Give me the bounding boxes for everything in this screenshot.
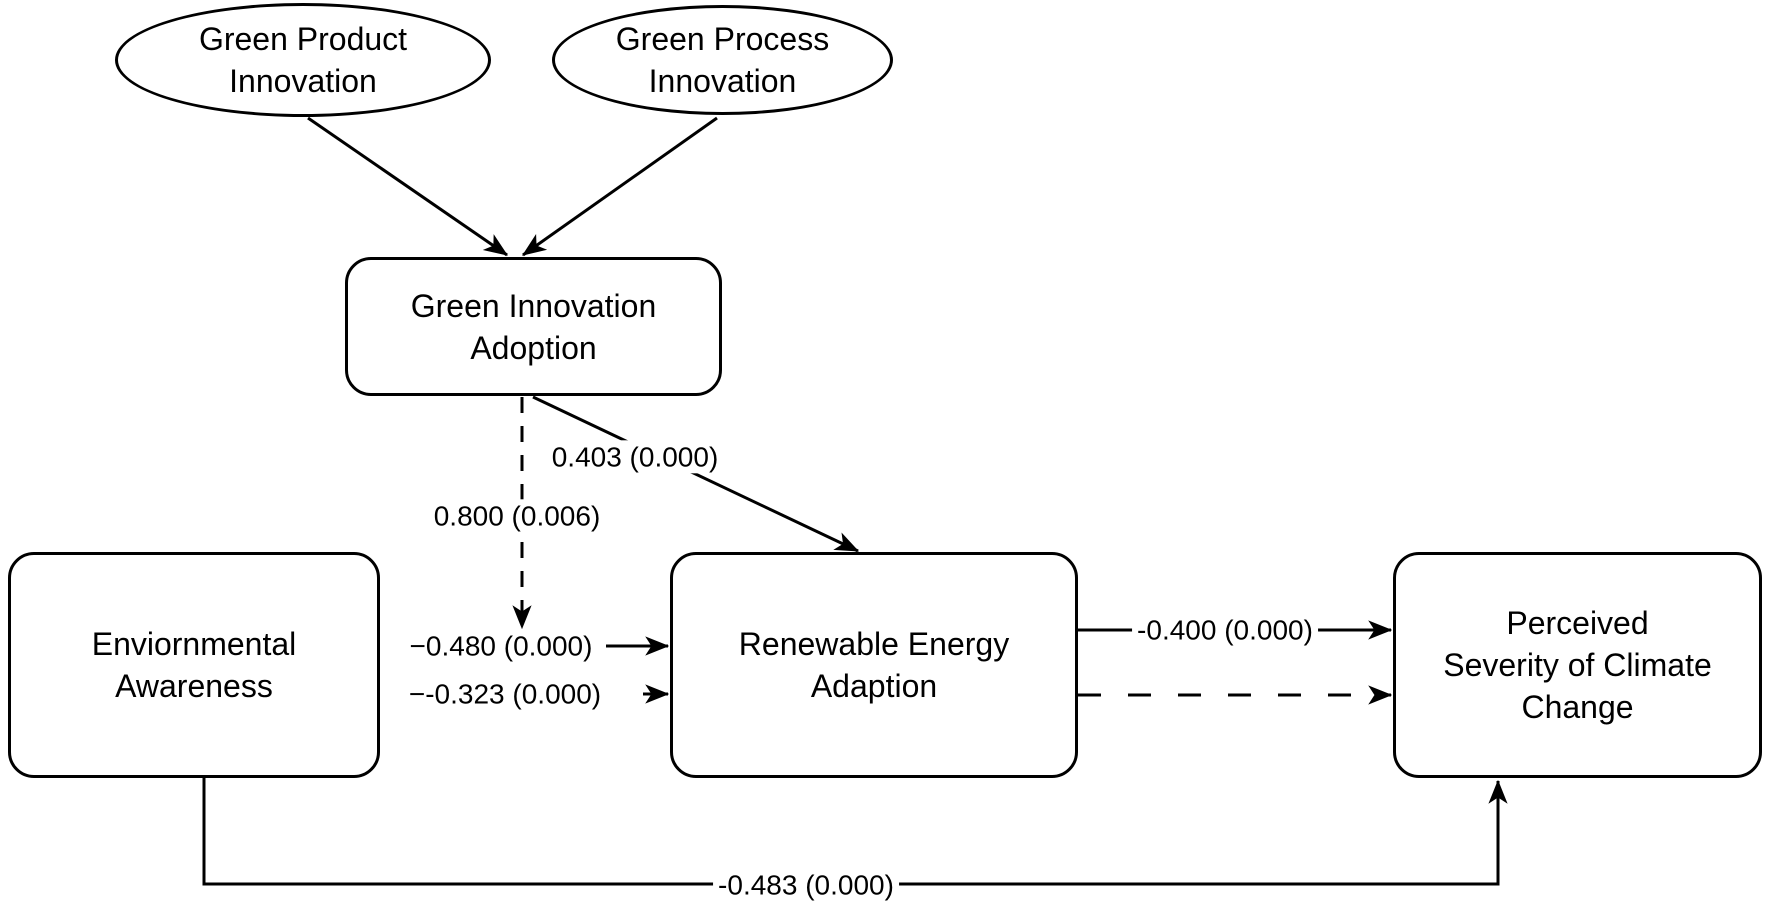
edge-label-awareness-to-renewable-1: −0.480 (0.000) [404,629,598,663]
node-label: Green Innovation Adoption [410,287,657,366]
edge-process-to-adoption [522,116,718,257]
node-green-product-innovation: Green Product Innovation [115,3,491,117]
node-label: Green Product Innovation [198,21,408,99]
node-label: Green Process Innovation [615,21,830,99]
edge-label-renewable-to-perceived: -0.400 (0.000) [1132,613,1318,647]
node-label: Perceived Severity of Climate Change [1443,605,1712,725]
node-label: Renewable Energy Adaption [738,626,1010,704]
edge-label-awareness-to-perceived: -0.483 (0.000) [713,868,899,902]
node-green-process-innovation: Green Process Innovation [552,5,893,115]
edge-label-adoption-to-renewable: 0.403 (0.000) [546,440,724,474]
node-enviornmental-awareness: Enviornmental Awareness [8,552,380,778]
node-renewable-energy-adaption: Renewable Energy Adaption [670,552,1078,778]
edge-label-awareness-to-renewable-2: −-0.323 (0.000) [403,677,607,711]
edge-label-adoption-moderation: 0.800 (0.006) [428,499,606,533]
node-green-innovation-adoption: Green Innovation Adoption [345,257,722,396]
node-label: Enviornmental Awareness [91,626,297,704]
edge-adoption-to-renewable [532,395,860,553]
node-perceived-severity-of-climate-change: Perceived Severity of Climate Change [1393,552,1762,778]
edge-product-to-adoption [307,116,508,257]
